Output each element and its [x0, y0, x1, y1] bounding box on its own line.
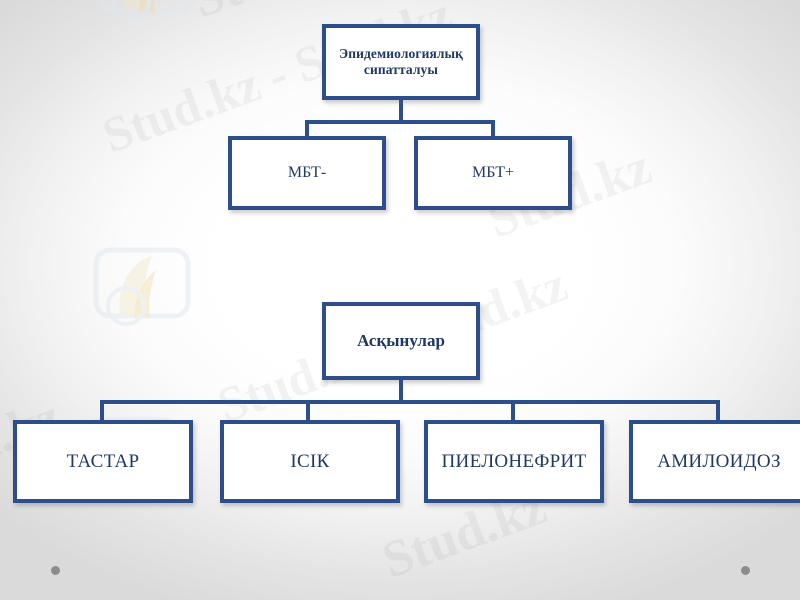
- node-mbt-positive[interactable]: МБТ+: [414, 136, 572, 210]
- node-isik[interactable]: ІСІК: [220, 420, 400, 503]
- connector-drop-a-1: [305, 120, 309, 138]
- node-label: МБТ+: [472, 163, 514, 181]
- connector-root-stem-a: [399, 100, 403, 122]
- node-label: ПИЕЛОНЕФРИТ: [441, 450, 587, 472]
- node-label: Эпидемиологиялық сипатталуы: [338, 46, 464, 77]
- node-label: ІСІК: [290, 450, 330, 472]
- connector-horizontal-b: [100, 400, 720, 404]
- connector-drop-b-1: [100, 400, 104, 422]
- node-pielonefrit[interactable]: ПИЕЛОНЕФРИТ: [424, 420, 604, 503]
- node-label: Асқынулар: [357, 331, 445, 351]
- connector-horizontal-a: [305, 120, 495, 124]
- connector-drop-a-2: [491, 120, 495, 138]
- node-mbt-negative[interactable]: МБТ-: [228, 136, 386, 210]
- decorative-dot-right: [741, 566, 750, 575]
- connector-drop-b-4: [716, 400, 720, 422]
- connector-root-stem-b: [399, 380, 403, 402]
- connector-drop-b-3: [511, 400, 515, 422]
- node-epidemiology-root[interactable]: Эпидемиологиялық сипатталуы: [322, 24, 480, 100]
- node-label: ТАСТАР: [66, 450, 140, 472]
- node-askynular-root[interactable]: Асқынулар: [322, 302, 480, 380]
- node-tastar[interactable]: ТАСТАР: [13, 420, 193, 503]
- decorative-dot-left: [51, 566, 60, 575]
- node-amiloidoz[interactable]: АМИЛОИДОЗ: [629, 420, 800, 503]
- node-label: МБТ-: [287, 163, 327, 181]
- node-label: АМИЛОИДОЗ: [657, 450, 781, 472]
- connector-drop-b-2: [306, 400, 310, 422]
